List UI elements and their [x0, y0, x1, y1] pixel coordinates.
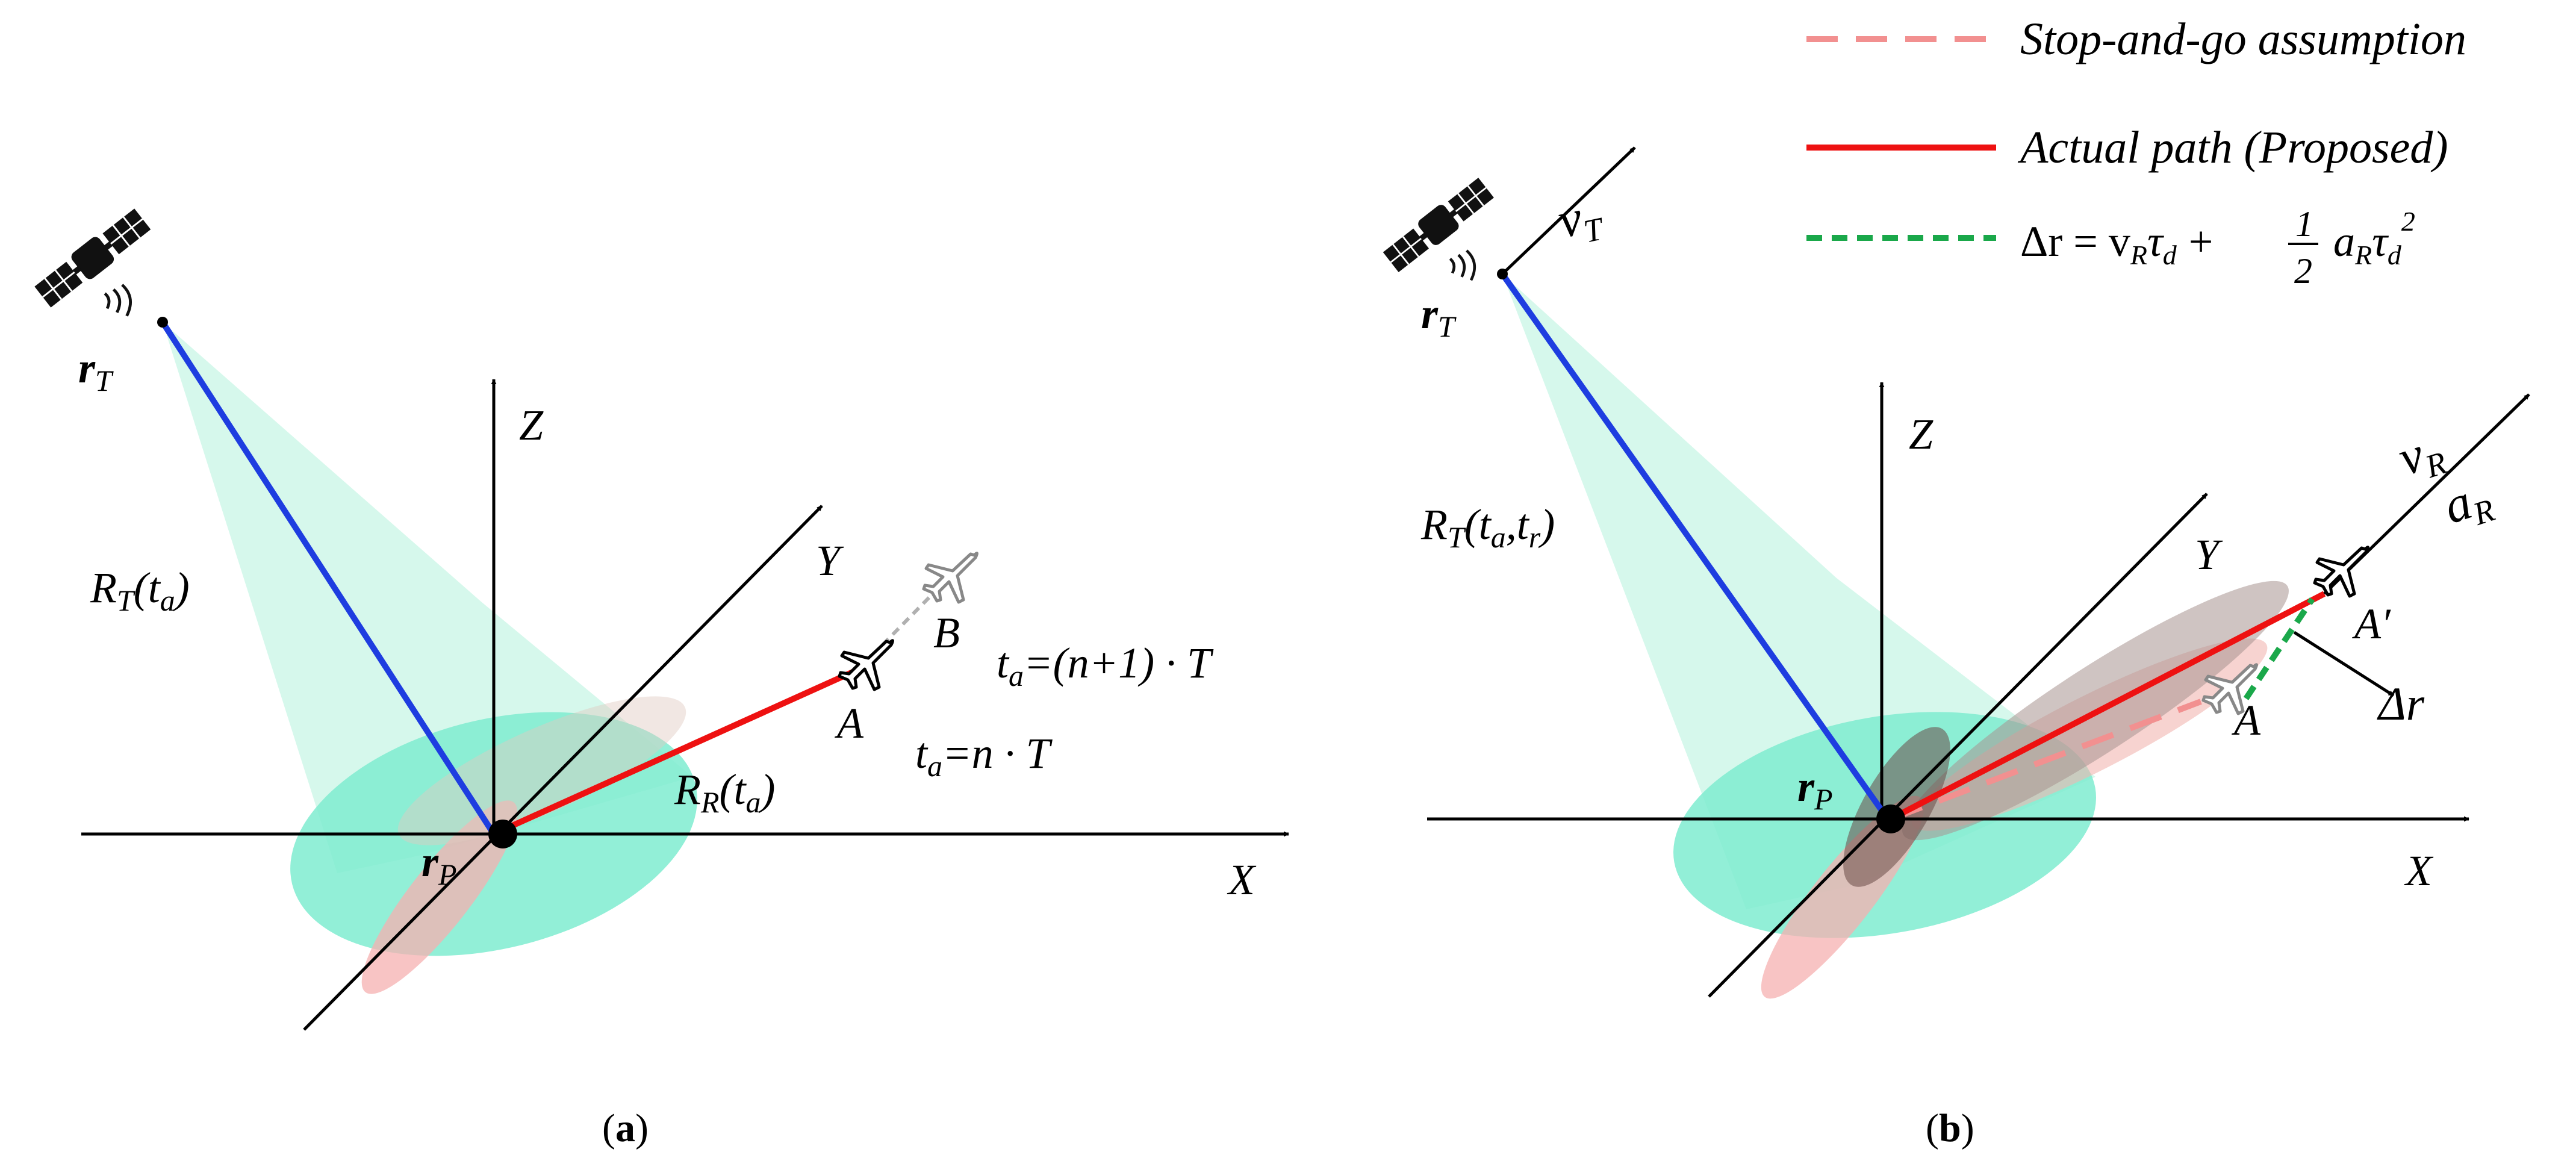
stop-and-go-path	[1890, 699, 2202, 822]
point-a-prime-label: A′	[2352, 600, 2391, 648]
panel-a: rT RT(ta) Z Y X rP RR(ta) A B ta=(n+1) ·…	[33, 207, 1289, 1150]
receiver-label-b: rP	[1797, 762, 1833, 816]
transmitter-point-b	[1497, 269, 1508, 279]
beam-overlap	[397, 696, 686, 845]
formula-numerator: 1	[2295, 204, 2313, 244]
accel-r-label: aR	[2437, 467, 2499, 540]
legend: Stop-and-go assumption Actual path (Prop…	[1806, 14, 2466, 291]
transmitter-label: rT	[78, 344, 114, 397]
formula-main: Δr = vRτd+	[2020, 217, 2213, 270]
delta-r-pointer	[2293, 630, 2395, 697]
transmitter-label-b: rT	[1421, 290, 1457, 343]
receiver-label: rP	[422, 838, 457, 891]
y-axis-label-b: Y	[2195, 531, 2223, 579]
transmitter-point	[157, 317, 168, 328]
satellite-icon-b	[1381, 176, 1496, 281]
panel-b: rT vT RT(ta,tr) Z Y X rP vR aR A′ A Δr (…	[1381, 146, 2530, 1150]
legend-stop-and-go-label: Stop-and-go assumption	[2020, 14, 2466, 64]
formula-tail: aRτd2	[2333, 206, 2415, 270]
z-axis-label: Z	[519, 401, 544, 449]
caption-a: (a)	[602, 1106, 649, 1150]
formula-denominator: 2	[2294, 251, 2312, 291]
legend-formula: Δr = vRτd+ 1 2 aRτd2	[2020, 204, 2415, 291]
velocity-t-label: vT	[1554, 185, 1608, 255]
range-t-label-b: RT(ta,tr)	[1420, 500, 1555, 554]
time-now-label: ta=n · T	[915, 729, 1053, 783]
receiver-beam	[361, 800, 518, 994]
airplane-icon	[839, 641, 893, 689]
point-b-label: B	[933, 609, 960, 657]
airplane-icon-b	[2315, 547, 2368, 596]
origin-point	[488, 820, 517, 848]
z-axis-label-b: Z	[1909, 410, 1934, 458]
origin-point-b	[1876, 805, 1905, 833]
range-t-label: RT(ta)	[90, 564, 190, 617]
velocity-t-arrow	[1501, 146, 1636, 275]
satellite-icon	[33, 207, 152, 316]
x-axis-label-b: X	[2404, 847, 2434, 895]
delta-r-path	[2243, 597, 2315, 700]
actual-path	[1889, 591, 2326, 822]
point-a-label: A	[835, 699, 864, 747]
y-axis	[303, 505, 823, 1031]
caption-b: (b)	[1926, 1106, 1974, 1150]
y-axis-label: Y	[816, 537, 844, 585]
range-r-label: RR(ta)	[674, 765, 776, 819]
delta-r-label: Δr	[2377, 677, 2425, 730]
y-axis-b	[1708, 493, 2208, 998]
airplane-ghost-icon	[924, 553, 977, 602]
direct-path-b	[1499, 272, 1891, 821]
legend-actual-path-label: Actual path (Proposed)	[2017, 122, 2448, 173]
time-next-label: ta=(n+1) · T	[997, 639, 1214, 693]
x-axis-label: X	[1227, 856, 1257, 904]
point-a-label-b: A	[2232, 696, 2261, 744]
direct-path	[160, 320, 497, 836]
scattered-path	[492, 667, 860, 837]
